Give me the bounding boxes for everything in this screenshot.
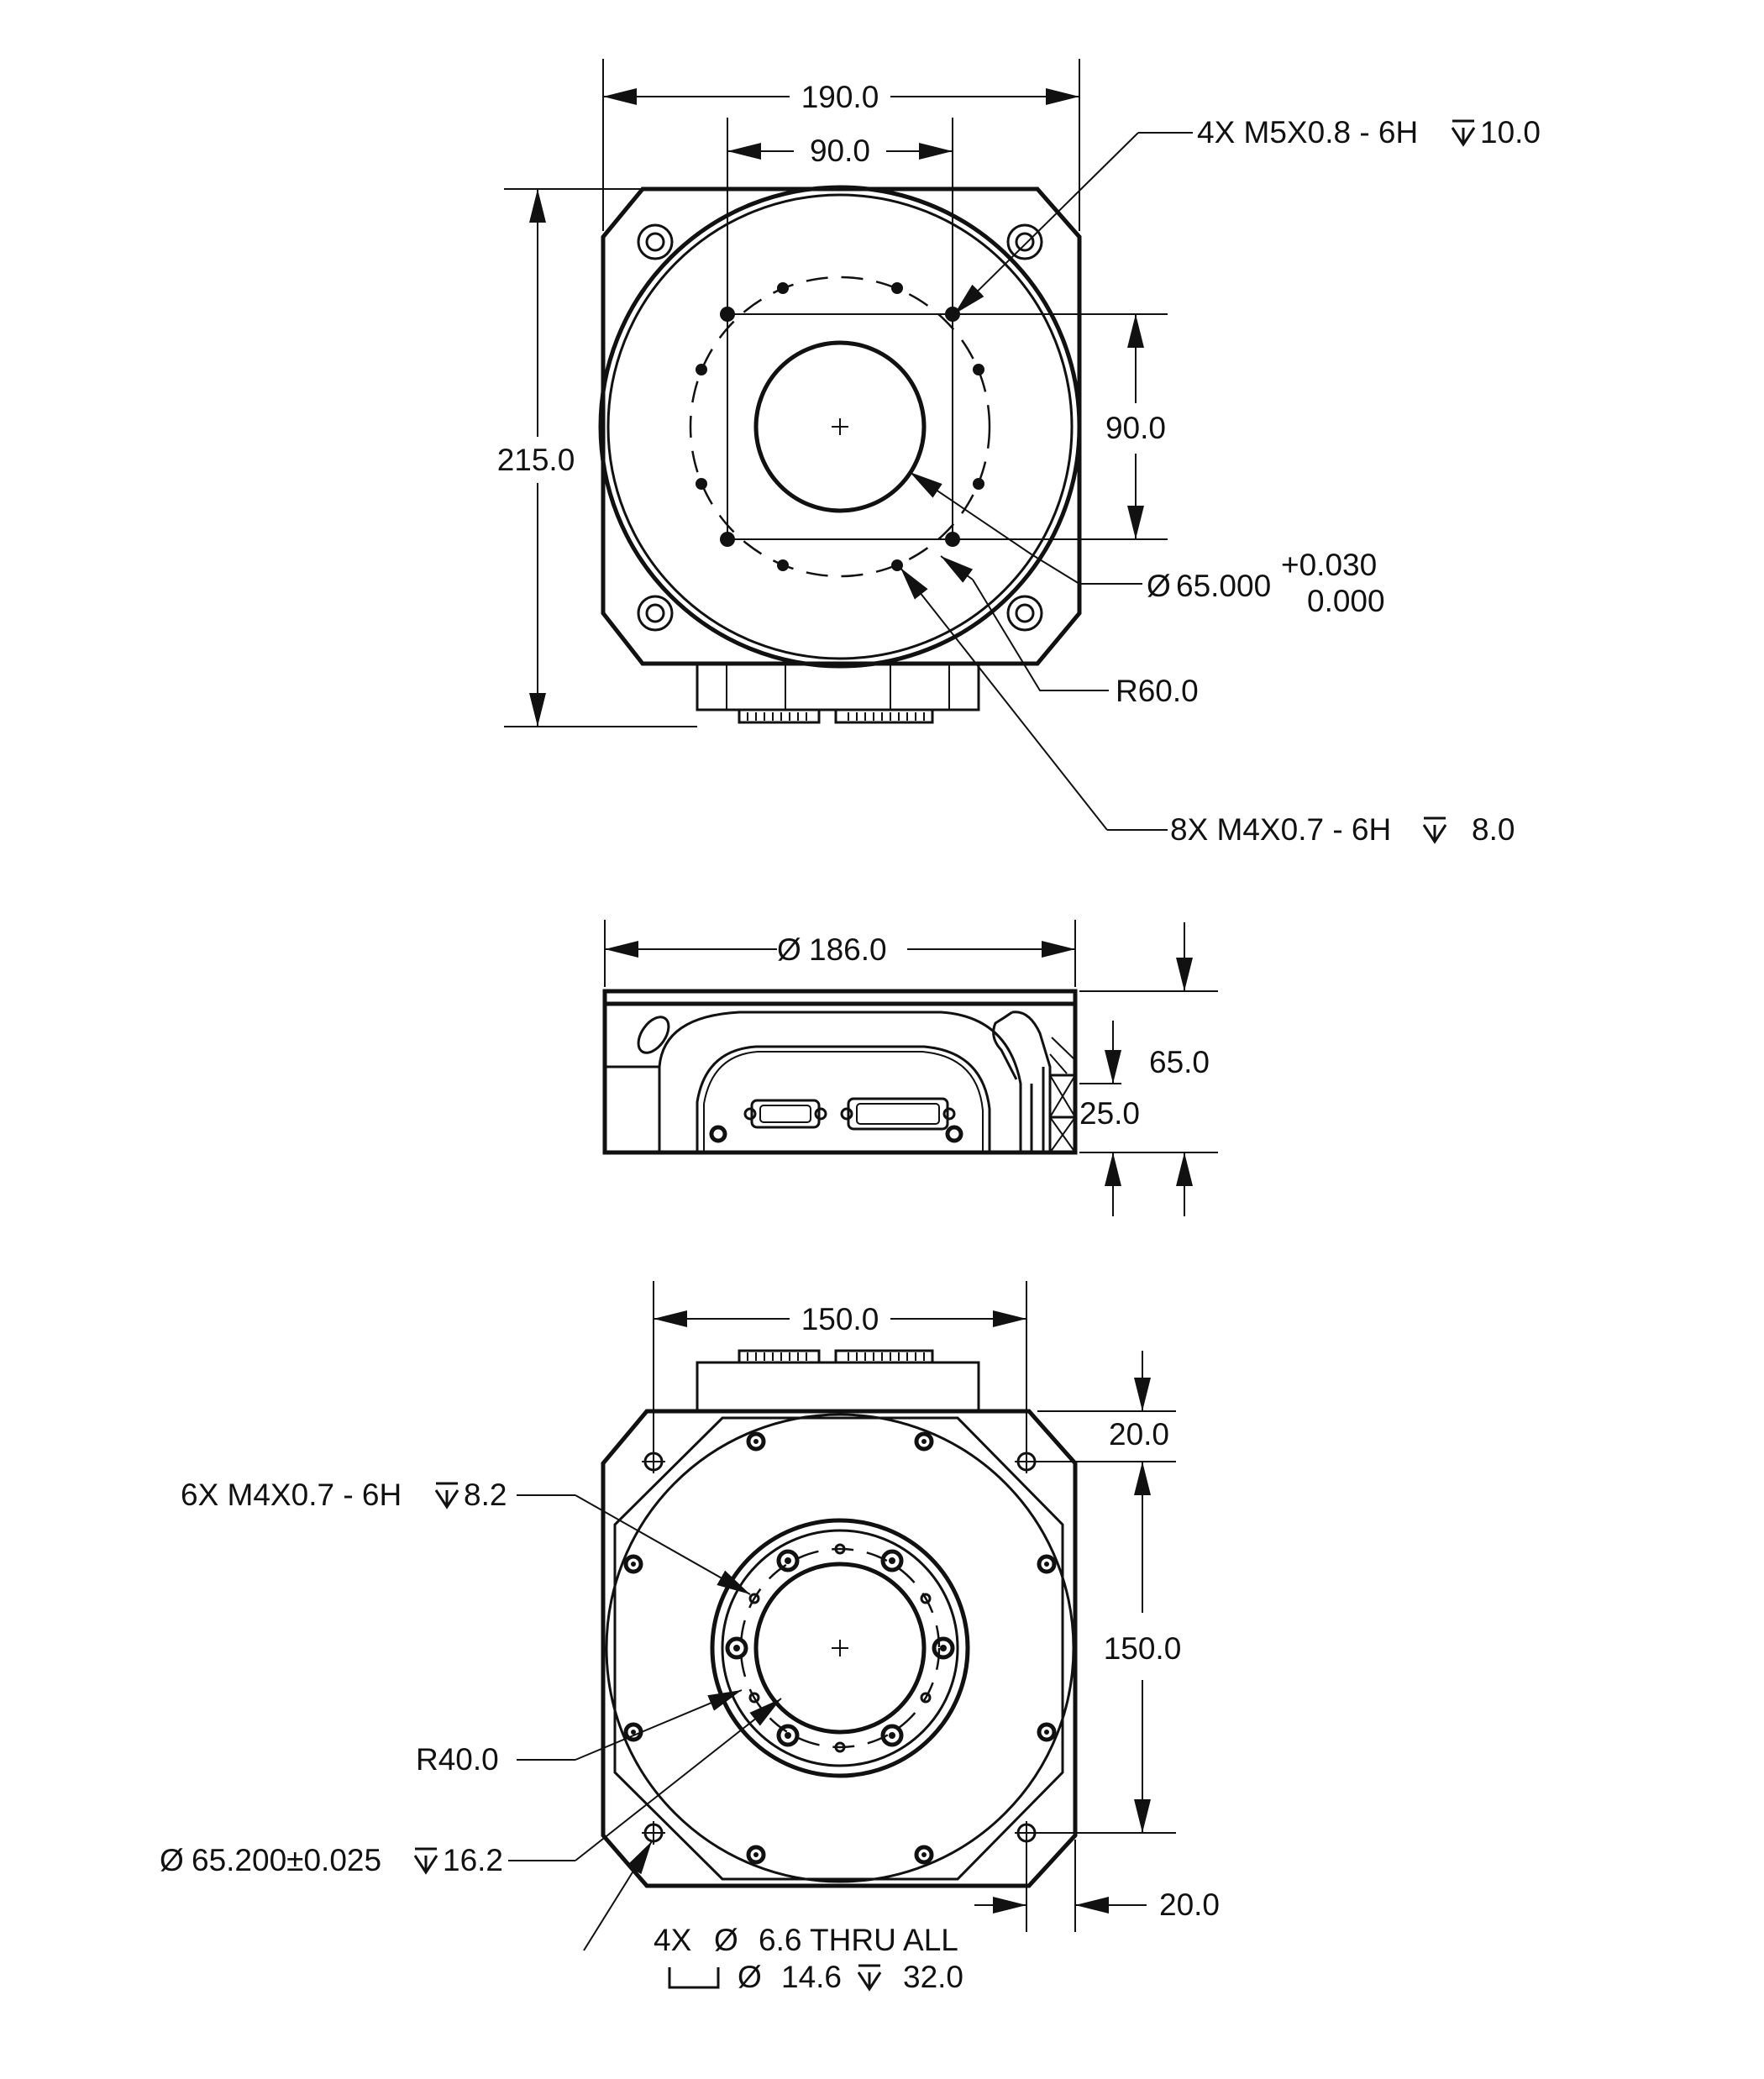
thru-hole-text: 6.6 THRU ALL [759, 1923, 958, 1957]
depth-symbol-icon [1422, 816, 1447, 843]
side-diameter-symbol: Ø [777, 932, 801, 967]
dim-side-step-height: 25.0 [1079, 1096, 1140, 1131]
side-top-plate [602, 989, 1078, 1006]
side-screw [709, 1125, 727, 1143]
bore-diameter-symbol: Ø [1147, 569, 1171, 603]
side-section-hatch [992, 1011, 1076, 1153]
dim-top-overall-height: 215.0 [497, 443, 575, 477]
db9-connector-icon [743, 1099, 827, 1129]
top-view: 190.0 90.0 215.0 90.0 4X M5X0.8 - 6H 10.… [497, 59, 1541, 847]
m4-hole [777, 282, 789, 294]
thru-diameter-symbol: Ø [714, 1923, 738, 1957]
pilot-diameter-value: 65.200±0.025 [192, 1843, 381, 1877]
side-step-left [605, 1065, 661, 1152]
cbore-depth-value: 32.0 [903, 1960, 963, 1994]
pilot-depth-value: 16.2 [443, 1843, 503, 1877]
perimeter-screws [623, 1431, 1057, 1865]
bottom-connector-housing [696, 1349, 980, 1411]
callout-m4-depth: 8.0 [1472, 812, 1515, 847]
dim-bolt-pattern-width: 90.0 [810, 134, 870, 168]
dim-side-overall-height: 65.0 [1149, 1045, 1210, 1079]
bore-tol-minus: 0.000 [1307, 584, 1385, 618]
bottom-body-outline [601, 1409, 1078, 1888]
depth-symbol-icon [857, 1964, 882, 1991]
hub-pattern-circle [739, 1547, 941, 1749]
m4-hole [973, 364, 984, 375]
callout-m4-holes: 8X M4X0.7 - 6H [1170, 812, 1391, 847]
m4-hole [696, 478, 707, 490]
corner-thru-holes [642, 1450, 1038, 1845]
dim-bolt-pattern-height: 90.0 [1105, 411, 1166, 445]
bolt-pattern-box [727, 313, 953, 540]
side-screw [945, 1125, 963, 1143]
bottom-view: 150.0 20.0 150.0 20.0 6X M4X0.7 - 6H 8.2… [160, 1281, 1220, 1994]
turntable-inner-ring [606, 193, 1074, 660]
dim-mount-height: 150.0 [1104, 1631, 1182, 1666]
db25-connector-icon [840, 1097, 956, 1131]
center-bore [753, 340, 927, 513]
callout-pattern-radius: R60.0 [1116, 674, 1199, 708]
depth-symbol-icon [1451, 119, 1476, 146]
dim-mount-width: 150.0 [801, 1302, 879, 1336]
callout-six-depth: 8.2 [464, 1478, 507, 1512]
side-view: Ø 186.0 65.0 25.0 [602, 920, 1218, 1216]
dim-edge-offset-right: 20.0 [1159, 1887, 1220, 1922]
counterbore-symbol-icon [668, 1967, 720, 1989]
callout-six-holes: 6X M4X0.7 - 6H [181, 1478, 402, 1512]
dim-edge-offset-top: 20.0 [1109, 1417, 1169, 1452]
depth-symbol-icon [413, 1847, 438, 1874]
pattern-circle [689, 276, 991, 578]
cbore-diameter-symbol: Ø [738, 1960, 762, 1994]
depth-symbol-icon [434, 1482, 459, 1509]
turntable-outer [598, 185, 1082, 669]
callout-hub-radius: R40.0 [416, 1742, 499, 1777]
hub-pilot-bore [753, 1562, 927, 1735]
hub-outer [710, 1518, 970, 1778]
corner-holes [637, 223, 1043, 632]
top-body-outline [601, 186, 1082, 666]
dim-side-diameter: 186.0 [809, 932, 887, 967]
callout-m5-holes: 4X M5X0.8 - 6H [1197, 115, 1418, 150]
hub-ring [721, 1529, 959, 1767]
dim-top-overall-width: 190.0 [801, 80, 879, 114]
side-body [602, 1004, 1078, 1155]
bottom-outer-circle [605, 1413, 1075, 1883]
m4-hole [696, 364, 707, 375]
m4-hole [777, 559, 789, 571]
pilot-diameter-symbol: Ø [160, 1843, 184, 1877]
m4-hole [891, 282, 903, 294]
bottom-center-mark [832, 1640, 848, 1656]
bore-diameter-value: 65.000 [1176, 569, 1271, 603]
connector-housing [696, 664, 980, 724]
cbore-diameter-value: 14.6 [781, 1960, 842, 1994]
m5-hole [720, 532, 735, 547]
side-cable-port [637, 1016, 670, 1054]
hub-bolts [725, 1549, 955, 1747]
side-arch-outer [658, 1011, 1022, 1152]
center-mark [832, 418, 848, 435]
m4-hole [973, 478, 984, 490]
bottom-inner-plate [613, 1416, 1064, 1881]
thru-prefix: 4X [654, 1923, 691, 1957]
side-arch-inner [696, 1045, 991, 1152]
callout-m5-depth: 10.0 [1480, 115, 1541, 150]
bore-tol-plus: +0.030 [1281, 548, 1377, 582]
